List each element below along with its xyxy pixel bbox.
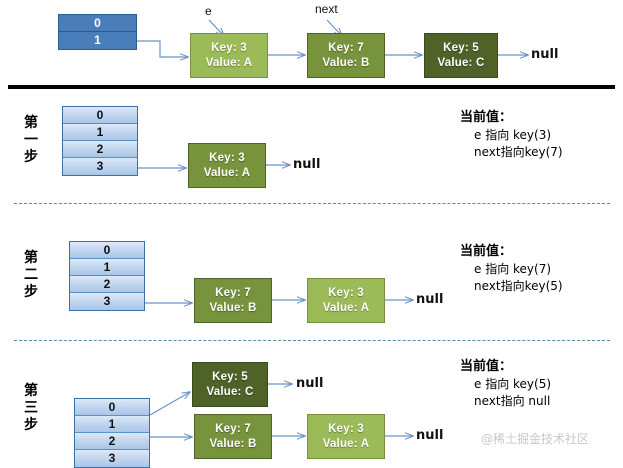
step-label-char: 第 xyxy=(24,250,38,266)
info-title: 当前值： xyxy=(460,110,513,125)
node-value: Value: C xyxy=(206,385,254,398)
node-value: Value: A xyxy=(205,56,253,69)
info-line: e 指向 key(7) xyxy=(474,262,552,276)
watermark: @稀土掘金技术社区 xyxy=(481,432,590,446)
node-key: Key: 3 xyxy=(328,422,364,435)
null-label: null xyxy=(531,47,559,62)
section-divider-dashed xyxy=(14,203,610,204)
array-cell[interactable]: 2 xyxy=(63,141,137,158)
array-cell[interactable]: 1 xyxy=(70,259,144,276)
step-label-char: 步 xyxy=(24,284,38,300)
info-line: next指向key(5) xyxy=(474,279,563,293)
array-cell[interactable]: 0 xyxy=(63,107,137,124)
step-label-char: 一 xyxy=(24,132,38,148)
array-cell[interactable]: 0 xyxy=(70,242,144,259)
step-3-node-key3[interactable]: Key: 3 Value: A xyxy=(307,414,385,459)
node-key: Key: 5 xyxy=(443,41,479,54)
step-2-node-key3[interactable]: Key: 3 Value: A xyxy=(307,278,385,323)
info-line: next指向key(7) xyxy=(474,145,563,159)
node-key: Key: 5 xyxy=(212,370,248,383)
node-value: Value: C xyxy=(437,56,485,69)
step-label-char: 第 xyxy=(24,383,38,399)
array-cell[interactable]: 3 xyxy=(75,450,149,467)
step-1-info: 当前值： e 指向 key(3) next指向key(7) xyxy=(460,106,563,161)
node-key: Key: 7 xyxy=(215,286,251,299)
info-title: 当前值： xyxy=(460,244,513,259)
node-key: Key: 3 xyxy=(209,151,245,164)
node-key: Key: 3 xyxy=(328,286,364,299)
e-pointer-label: e xyxy=(205,4,212,18)
array-cell[interactable]: 2 xyxy=(70,276,144,293)
step-2-null-label: null xyxy=(416,292,444,307)
step-1-null-label: null xyxy=(293,157,321,172)
step-label-char: 步 xyxy=(24,149,38,165)
node-key: Key: 7 xyxy=(215,422,251,435)
section-divider-dashed xyxy=(14,340,610,341)
node-value: Value: B xyxy=(209,437,257,450)
info-line: next指向 null xyxy=(474,394,551,408)
node-value: Value: B xyxy=(322,56,370,69)
array-cell[interactable]: 1 xyxy=(94,33,101,47)
step-2-node-key7[interactable]: Key: 7 Value: B xyxy=(194,278,272,323)
step-1-node-key3[interactable]: Key: 3 Value: A xyxy=(188,143,266,188)
initial-bucket-array: 0 1 xyxy=(58,14,137,50)
step-3-node-key7[interactable]: Key: 7 Value: B xyxy=(194,414,272,459)
step-2-info: 当前值： e 指向 key(7) next指向key(5) xyxy=(460,240,563,295)
node-key5[interactable]: Key: 5 Value: C xyxy=(424,33,498,78)
node-value: Value: A xyxy=(322,301,370,314)
next-pointer-label: next xyxy=(315,2,338,16)
array-cell[interactable]: 0 xyxy=(75,399,149,416)
connector-s3-cell1-to-node5 xyxy=(149,392,190,416)
array-cell[interactable]: 0 xyxy=(59,15,136,32)
step-3-label: 第 三 步 xyxy=(22,383,40,434)
step-3-node-key5[interactable]: Key: 5 Value: C xyxy=(192,362,268,407)
step-2-label: 第 二 步 xyxy=(22,250,40,301)
node-key: Key: 7 xyxy=(328,41,364,54)
step-label-char: 三 xyxy=(24,400,38,416)
step-label-char: 二 xyxy=(24,267,38,283)
step-1-bucket-array: 0 1 2 3 xyxy=(62,106,138,176)
step-label-char: 第 xyxy=(24,115,38,131)
node-value: Value: A xyxy=(203,166,251,179)
step-3-bucket-array: 0 1 2 3 xyxy=(74,398,150,468)
step-3-null-label-b: null xyxy=(416,428,444,443)
array-cell[interactable]: 2 xyxy=(75,433,149,450)
array-cell[interactable]: 1 xyxy=(63,124,137,141)
step-1-label: 第 一 步 xyxy=(22,115,40,166)
node-key7[interactable]: Key: 7 Value: B xyxy=(307,33,385,78)
node-value: Value: A xyxy=(322,437,370,450)
node-value: Value: B xyxy=(209,301,257,314)
array-cell[interactable]: 1 xyxy=(75,416,149,433)
array-cell[interactable]: 3 xyxy=(63,158,137,175)
array-cell[interactable]: 3 xyxy=(70,293,144,310)
info-line: e 指向 key(5) xyxy=(474,377,552,391)
step-3-null-label-a: null xyxy=(296,376,324,391)
section-divider-solid xyxy=(8,85,615,89)
step-label-char: 步 xyxy=(24,417,38,433)
info-title: 当前值： xyxy=(460,359,513,374)
step-2-bucket-array: 0 1 2 3 xyxy=(69,241,145,311)
connector-top-array-to-node1 xyxy=(137,40,188,57)
step-3-info: 当前值： e 指向 key(5) next指向 null xyxy=(460,355,551,410)
node-key3[interactable]: Key: 3 Value: A xyxy=(190,33,268,78)
node-key: Key: 3 xyxy=(211,41,247,54)
info-line: e 指向 key(3) xyxy=(474,128,552,142)
